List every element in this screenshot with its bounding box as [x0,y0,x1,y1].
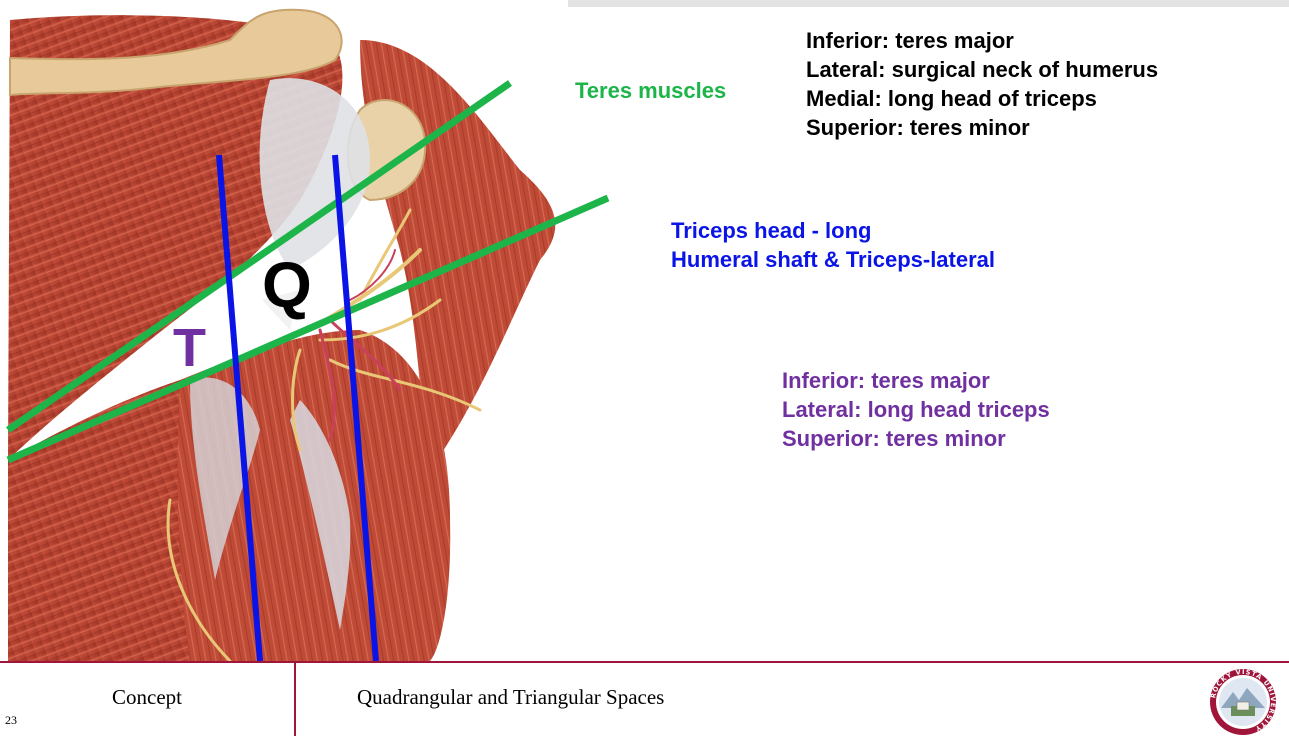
teres-line-lower [6,194,610,464]
triangular-space-borders: Inferior: teres major Lateral: long head… [782,366,1050,453]
triceps-line-lateral [332,154,379,661]
top-rule [568,0,1289,7]
footer-concept-label: Concept [112,685,182,709]
teres-muscles-label: Teres muscles [575,76,726,105]
triceps-label-line: Humeral shaft & Triceps-lateral [671,247,996,272]
border-line: Superior: teres minor [806,115,1030,140]
border-line: Lateral: surgical neck of humerus [806,57,1159,82]
teres-label-text: Teres muscles [575,78,727,103]
triceps-labels: Triceps head - long Humeral shaft & Tric… [671,216,995,274]
teres-line-upper [6,80,512,433]
footer-title: Quadrangular and Triangular Spaces [357,685,665,709]
anatomy-illustration: Q T [6,8,610,661]
triceps-line-long [216,154,263,661]
nerves [166,208,482,661]
border-line: Medial: long head of triceps [806,86,1097,111]
triceps-tendon [290,400,351,630]
deltoid-muscle [8,15,343,461]
border-line: Inferior: teres major [782,368,990,393]
page-number: 23 [5,713,17,727]
border-line: Inferior: teres major [806,28,1014,53]
marker-t: T [173,318,206,378]
footer-divider [294,663,296,736]
border-line: Lateral: long head triceps [782,397,1050,422]
triceps-label-line: Triceps head - long [671,218,872,243]
lower-back-muscle [8,380,190,661]
footer-rule [0,661,1289,663]
space-gap [262,290,300,330]
scapular-spine [9,8,343,97]
quadrangular-space-borders: Inferior: teres major Lateral: surgical … [806,26,1158,142]
slide-footer: Concept Quadrangular and Triangular Spac… [0,661,1289,736]
border-line: Superior: teres minor [782,426,1006,451]
university-seal-logo: ROCKY VISTA UNIVERSITY [1209,668,1276,735]
marker-q: Q [262,249,312,321]
